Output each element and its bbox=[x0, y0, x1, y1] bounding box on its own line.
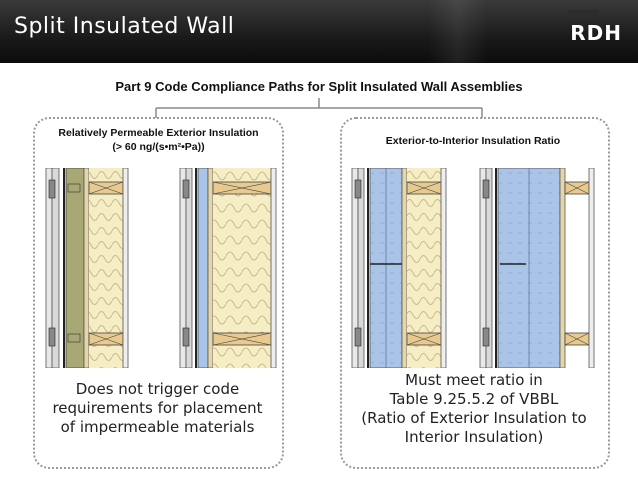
caption-line: Table 9.25.5.2 of VBBL bbox=[389, 390, 559, 408]
caption-line: (Ratio of Exterior Insulation to bbox=[361, 409, 587, 427]
left-panel bbox=[33, 117, 284, 469]
header-decoration bbox=[568, 10, 598, 20]
caption-line: requirements for placement bbox=[52, 399, 263, 417]
caption-line: Must meet ratio in bbox=[405, 371, 543, 389]
wall-assembly-thick-exterior bbox=[479, 168, 595, 368]
caption-line: Interior Insulation) bbox=[404, 428, 544, 446]
slide-subtitle: Part 9 Code Compliance Paths for Split I… bbox=[115, 79, 523, 94]
left-panel-caption: Does not trigger code requirements for p… bbox=[35, 380, 280, 437]
left-title-line1: Relatively Permeable Exterior Insulation bbox=[58, 127, 259, 139]
slide-title: Split Insulated Wall bbox=[14, 14, 235, 39]
bracket-connector bbox=[155, 98, 483, 118]
wall-assembly-thin-exterior-deep-batt bbox=[179, 168, 277, 368]
left-panel-title: Relatively Permeable Exterior Insulation… bbox=[33, 126, 284, 154]
caption-line: Does not trigger code bbox=[75, 380, 240, 398]
right-panel-title: Exterior-to-Interior Insulation Ratio bbox=[385, 135, 561, 147]
left-title-line2: (> 60 ng/(s•m²•Pa)) bbox=[112, 141, 205, 153]
right-panel-caption: Must meet ratio in Table 9.25.5.2 of VBB… bbox=[342, 371, 606, 447]
caption-line: of impermeable materials bbox=[60, 418, 255, 436]
header-bar: Split Insulated Wall RDH bbox=[0, 0, 638, 63]
wall-assembly-rigid-exterior-split bbox=[351, 168, 447, 368]
rdh-logo: RDH bbox=[570, 21, 622, 45]
wall-assembly-mineral-wool-split bbox=[45, 168, 129, 368]
right-panel bbox=[340, 117, 610, 469]
header-decoration bbox=[428, 0, 488, 63]
